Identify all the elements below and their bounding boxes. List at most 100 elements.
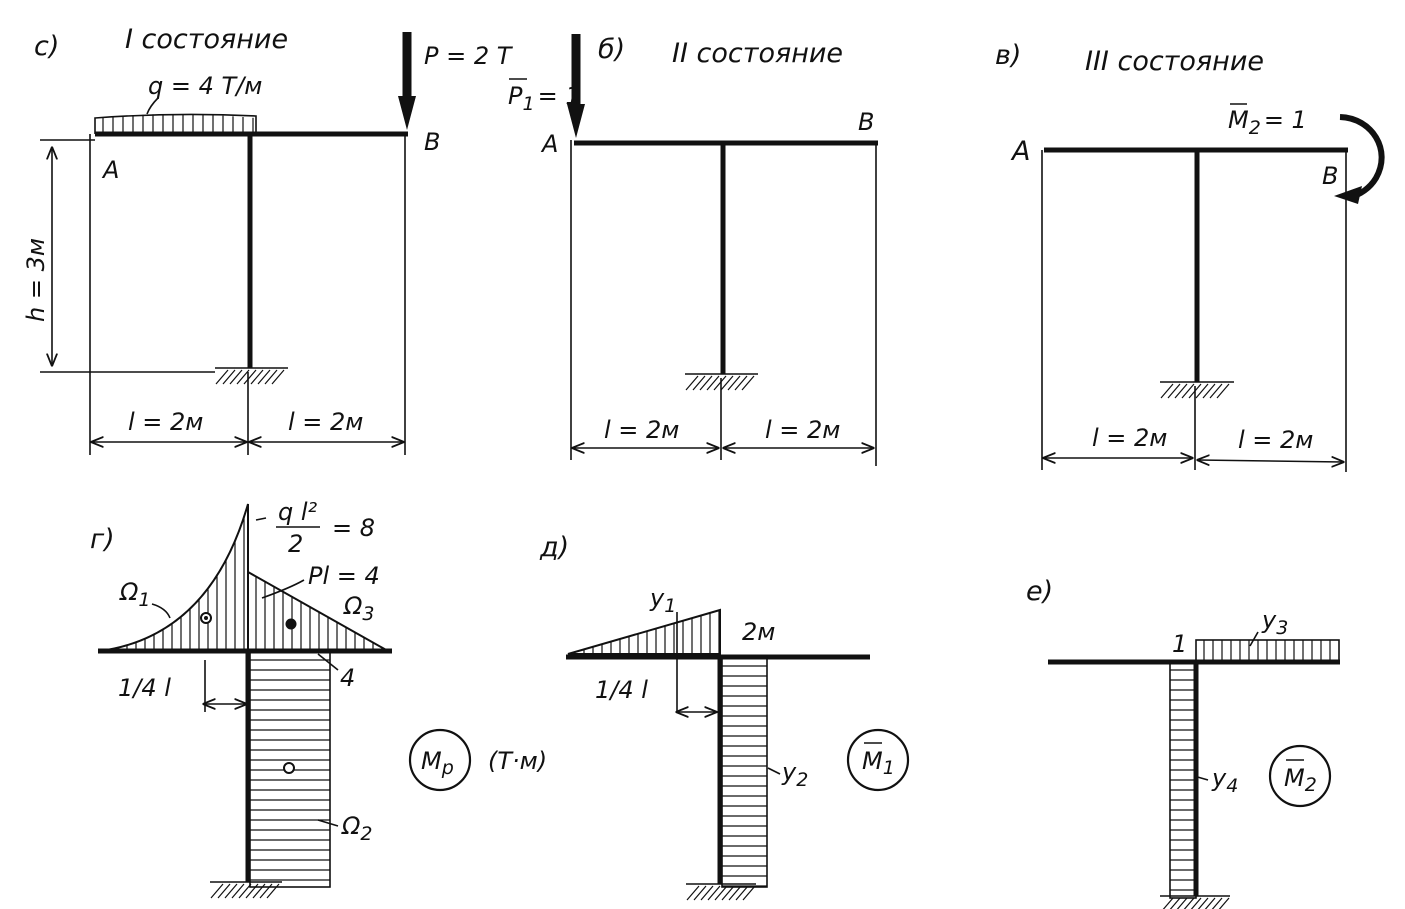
fixed-support [1162,897,1230,909]
support-hatch-line [721,885,735,901]
leader-line [1249,631,1259,647]
support-hatch-line [250,369,264,385]
omega2-hatch [250,659,330,881]
moment-arrowhead [1334,186,1362,204]
units-label: (T·м) [488,747,547,775]
moment-arrow [1339,114,1385,200]
support-hatch-line [685,375,699,391]
support-hatch-line [264,369,278,385]
support-hatch-line [257,369,271,385]
leader-line [255,517,267,521]
support-hatch-line [236,369,250,385]
centroid-omega2 [283,762,295,774]
span-left-label: l = 2м [128,408,203,436]
distributed-load [94,113,257,134]
support-hatch-line [243,369,257,385]
value-1-label: 1 [1172,630,1187,658]
support-hatch-line [266,883,280,899]
centroid-dot [204,616,208,620]
support-hatch-line [1195,383,1209,399]
load-q-label: q = 4 T/м [148,72,262,100]
diagram-circle [846,728,910,792]
support-hatch-line [728,885,742,901]
node-B: B [424,128,440,156]
fixed-support [686,885,756,901]
panel-tag: б) [598,34,625,65]
y3-label: y3 [1261,606,1288,639]
support-hatch-line [713,375,727,391]
y2-rect [721,656,768,888]
support-hatch-line [742,885,756,901]
ql2-value: = 8 [332,514,375,542]
support-hatch-line [1169,897,1181,909]
diagram-M2-label: M2 [1284,764,1317,796]
leader-line [767,767,781,775]
centroid-omega3 [285,618,297,630]
y1-triangle [567,608,721,655]
support-hatch-line [693,885,707,901]
omega1-label: Ω1 [119,578,150,611]
support-hatch-line [700,885,714,901]
panel-state-3: в) III состояние M2= 1 A B l = 2м l = 2м [995,40,1385,472]
panel-tag: с) [34,31,59,62]
leader-line [146,97,159,115]
support-hatch-line [1197,897,1209,909]
diagram-circle [408,728,472,792]
span-right-label: l = 2м [765,416,840,444]
support-hatch-line [245,883,259,899]
quarter-l-label: 1/4 l [595,676,648,704]
panel-state-2: б) II состояние P1= 1 A B l = 2м l = 2м [508,34,878,466]
omega1-area [99,503,249,652]
height-label: h = 3м [22,238,50,322]
support-hatch-line [734,375,748,391]
support-hatch-line [217,883,231,899]
support-hatch-line [706,375,720,391]
panel-title: I состояние [125,24,288,55]
support-hatch-line [1160,383,1174,399]
node-A: A [540,130,558,158]
y1-label: y1 [649,584,676,617]
leader-line [151,603,171,619]
support-hatch-line [1176,897,1188,909]
support-hatch-line [215,369,229,385]
panel-tag: д) [539,532,569,563]
panel-title: III состояние [1085,46,1264,77]
dimension-span [1198,460,1343,462]
diagram-circle [1268,744,1332,808]
y2-label: y2 [781,758,808,791]
support-hatch-line [1174,383,1188,399]
pl-label: Pl = 4 [308,562,380,590]
support-hatch-line [252,883,266,899]
y1-hatch [583,610,720,654]
support-hatch-line [1181,383,1195,399]
support-hatch-line [714,885,728,901]
support-hatch-line [229,369,243,385]
y3-hatch [1203,640,1331,662]
support-hatch-line [686,885,700,901]
support-hatch-line [1183,897,1195,909]
support-hatch-line [1211,897,1223,909]
support-hatch-line [699,375,713,391]
support-hatch-line [259,883,273,899]
omega2-label: Ω2 [341,812,372,845]
support-hatch-line [1209,383,1223,399]
span-right-label: l = 2м [1238,426,1313,454]
panel-state-1: с) I состояние q = 4 T/м P = 2 T A B h =… [22,24,514,455]
fixed-support [210,883,280,899]
y4-label: y4 [1211,764,1238,797]
panel-title: II состояние [672,38,843,69]
support-hatch-line [707,885,721,901]
node-B: B [858,108,874,136]
support-hatch-line [210,883,224,899]
panel-moment-Mp: г) q l² 2 = 8 Pl = 4 Ω1 Ω3 Ω2 4 [90,498,547,899]
y2-hatch [722,665,767,887]
force-P1-label: P1= 1 [508,82,581,115]
omega3-hatch [255,576,383,651]
node-A: A [101,156,119,184]
y4-hatch [1170,669,1196,891]
leader-line [1193,775,1209,781]
ql2-denominator: 2 [288,530,303,558]
span-left-label: l = 2м [1092,424,1167,452]
